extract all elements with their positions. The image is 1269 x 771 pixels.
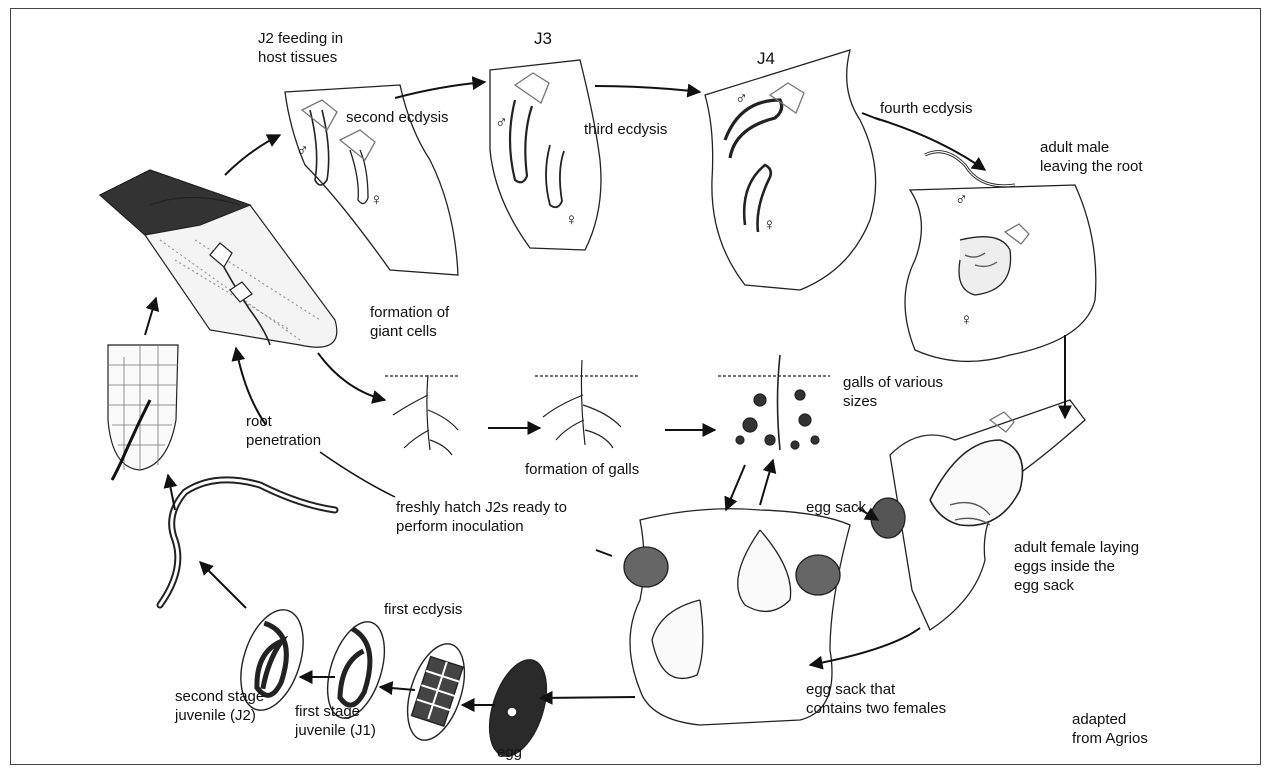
roots-with-galls (718, 355, 830, 450)
label-j4: J4 (757, 49, 775, 68)
label-j2-feeding: J2 feeding in host tissues (258, 29, 343, 67)
root-tip-illustration (100, 170, 337, 347)
arrow-third-ecdysis (595, 86, 700, 92)
label-freshly-hatch: freshly hatch J2s ready to perform inocu… (396, 498, 567, 536)
arrow-fourth-ecdysis (875, 118, 985, 170)
arrow-root-up (145, 298, 156, 335)
free-j2-worm (160, 480, 335, 605)
arrow-galls-up (760, 460, 773, 505)
label-second-stage: second stage juvenile (J2) (175, 687, 264, 725)
label-first-ecdysis: first ecdysis (384, 600, 462, 619)
arrow-galls-down (726, 465, 745, 510)
root-penetration-illustration (108, 345, 178, 480)
arrow-female-to-sack (810, 628, 920, 665)
label-galls-various-sizes: galls of various sizes (843, 373, 943, 411)
label-adult-female: adult female laying eggs inside the egg … (1014, 538, 1139, 595)
label-j3: J3 (534, 29, 552, 48)
arrow-roottip-to-j2 (225, 135, 280, 175)
label-second-ecdysis: second ecdysis (346, 108, 449, 127)
label-formation-of-galls: formation of galls (525, 460, 639, 479)
adult-male-panel (905, 152, 1096, 362)
male-symbol-j2: ♂ (296, 141, 309, 160)
tick-freshly-hatch (596, 550, 612, 556)
j3-panel (490, 60, 601, 250)
arrow-sack-to-egg (540, 697, 635, 698)
arrow-j2-to-worm (200, 562, 246, 608)
arrow-roottip-to-roots (318, 353, 385, 400)
label-egg-sack-two-females: egg sack that contains two females (806, 680, 946, 718)
label-adapted-from: adapted from Agrios (1072, 710, 1148, 748)
male-symbol-j3: ♂ (495, 113, 508, 132)
j4-panel (705, 50, 876, 290)
female-symbol-j2: ♀ (370, 190, 383, 209)
label-egg: egg (497, 743, 522, 762)
female-symbol-j3: ♀ (565, 210, 578, 229)
male-symbol-j4: ♂ (735, 89, 748, 108)
arrow-second-ecdysis (395, 82, 485, 98)
label-third-ecdysis: third ecdysis (584, 120, 667, 139)
label-formation-giant-cells: formation of giant cells (370, 303, 449, 341)
arrow-first-to-j1 (380, 687, 415, 690)
female-symbol-j4: ♀ (763, 215, 776, 234)
label-egg-sack: egg sack (806, 498, 866, 517)
line-freshly-hatch (320, 452, 395, 497)
arrow-worm-to-root (168, 475, 175, 510)
male-symbol-adult: ♂ (955, 190, 968, 209)
female-symbol-adult: ♀ (960, 310, 973, 329)
label-first-stage: first stage juvenile (J1) (295, 702, 376, 740)
tick-fourth-ecdysis (862, 113, 880, 120)
label-fourth-ecdysis: fourth ecdysis (880, 99, 973, 118)
label-root-penetration: root penetration (246, 412, 321, 450)
label-adult-male: adult male leaving the root (1040, 138, 1143, 176)
egg-sack-left (624, 547, 668, 587)
egg-sack-right (796, 555, 840, 595)
egg-stages (229, 602, 557, 763)
roots-initial (385, 375, 460, 455)
roots-forming-galls (535, 360, 640, 448)
adult-female-panel (871, 400, 1085, 630)
